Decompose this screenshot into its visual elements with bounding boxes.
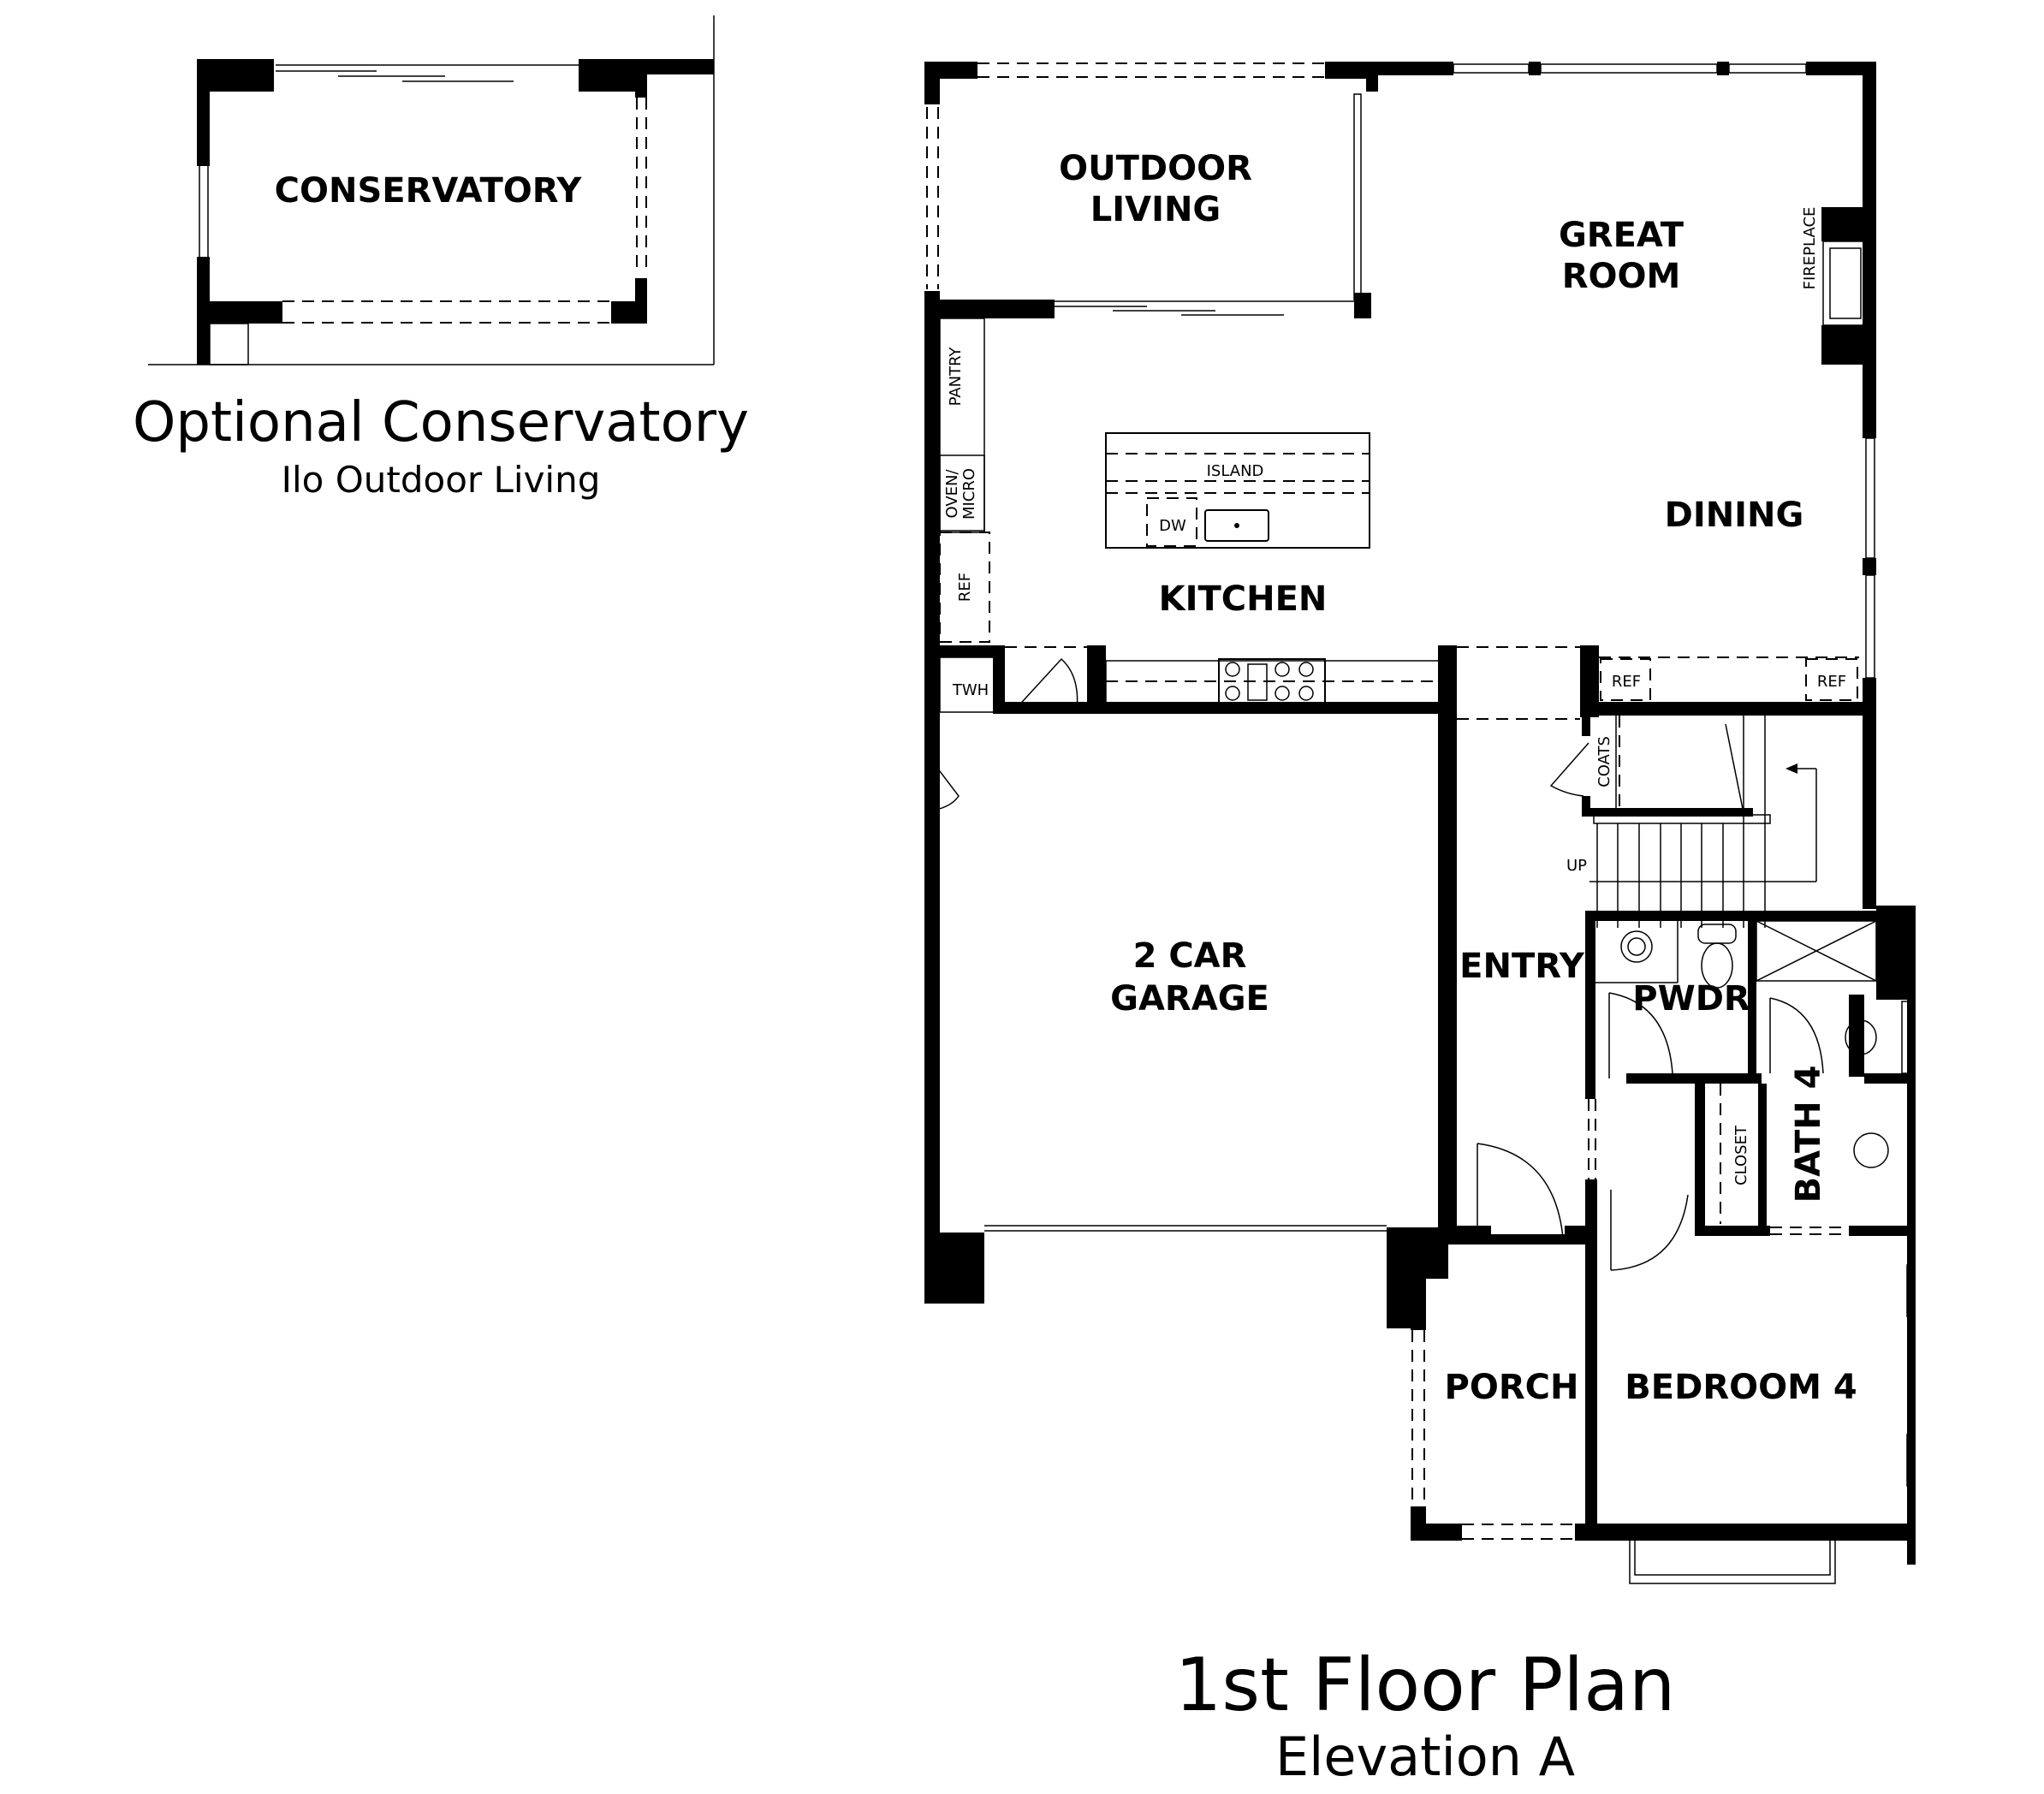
main-plan-title: 1st Floor Plan (1175, 1643, 1676, 1728)
conservatory-plan: CONSERVATORY (148, 15, 715, 365)
room-label-great-room-2: ROOM (1562, 257, 1681, 296)
optional-plan-subtitle: Ilo Outdoor Living (282, 459, 601, 501)
optional-plan-title: Optional Conservatory (133, 391, 749, 454)
range-burners-icon (1225, 662, 1314, 701)
fixture-label-ref-right: REF (1817, 673, 1846, 691)
fixture-label-closet: CLOSET (1732, 1125, 1750, 1185)
fixture-label-ref-left: REF (1612, 673, 1641, 691)
room-label-bath4: BATH 4 (1789, 1066, 1828, 1203)
fixture-label-fireplace: FIREPLACE (1801, 207, 1819, 290)
fixture-label-island: ISLAND (1207, 462, 1264, 480)
room-label-pwdr: PWDR (1632, 979, 1750, 1019)
room-label-kitchen: KITCHEN (1159, 579, 1328, 619)
room-label-outdoor-living-1: OUTDOOR (1059, 149, 1252, 188)
main-plan-subtitle: Elevation A (1275, 1726, 1575, 1788)
fixture-label-micro: MICRO (960, 468, 978, 520)
room-label-conservatory: CONSERVATORY (275, 171, 583, 211)
room-label-dining: DINING (1665, 496, 1804, 535)
room-label-garage-1: 2 CAR (1133, 936, 1247, 976)
fixture-label-pantry: PANTRY (947, 347, 965, 407)
room-label-bedroom4: BEDROOM 4 (1625, 1368, 1857, 1407)
fixture-label-oven: OVEN/ (943, 469, 961, 519)
fixture-label-twh: TWH (952, 681, 989, 699)
main-floor-plan: FIREPLACE PANTRY OVEN/ MICRO REF ISLAND … (924, 62, 1916, 1584)
staircase: UP (1566, 716, 1817, 928)
room-label-entry: ENTRY (1459, 947, 1585, 986)
fixture-label-kitchen-ref: REF (956, 573, 974, 602)
room-label-great-room-1: GREAT (1559, 216, 1685, 255)
room-label-porch: PORCH (1445, 1368, 1579, 1407)
room-label-outdoor-living-2: LIVING (1090, 190, 1221, 229)
fixture-label-dw: DW (1159, 517, 1186, 535)
room-label-garage-2: GARAGE (1110, 979, 1269, 1019)
fixture-label-coats: COATS (1595, 736, 1613, 787)
stair-up-label: UP (1566, 857, 1587, 875)
